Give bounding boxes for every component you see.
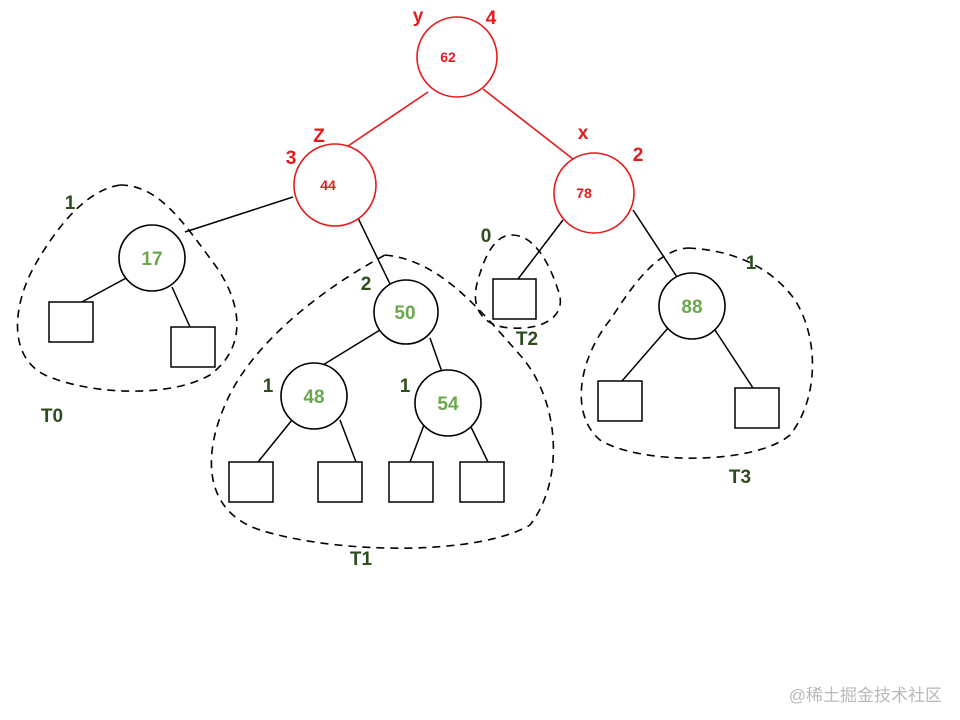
edge-62-44 [347, 91, 429, 147]
subtree-t3-label: T3 [729, 467, 751, 488]
leaf-box [597, 380, 643, 422]
node-x-height: 2 [633, 145, 644, 166]
leaf-box-t2 [492, 278, 537, 320]
leaf-box [459, 461, 505, 503]
node-y-height: 4 [486, 8, 497, 29]
edge-78-88 [632, 209, 678, 278]
subtree-t1-outline [210, 254, 555, 549]
edge-88-leaf [621, 327, 669, 382]
leaf-box [734, 387, 780, 429]
subtree-t2-label: T2 [516, 329, 538, 350]
subtree-t0-outline [16, 184, 238, 392]
leaf-box [317, 461, 363, 503]
edge-44-50 [357, 217, 391, 285]
node-54 [414, 369, 482, 437]
edge-62-78 [482, 88, 574, 160]
subtree-t1-label: T1 [350, 549, 373, 570]
node-48 [280, 362, 348, 430]
node-54-height: 1 [400, 376, 411, 397]
node-50-height: 2 [361, 274, 372, 295]
node-50 [373, 279, 439, 345]
node-x [553, 152, 635, 234]
edge-78-t2 [517, 219, 564, 280]
edge-17-leaf [171, 286, 191, 328]
watermark-text: @稀土掘金技术社区 [788, 686, 942, 705]
node-17-height: 1 [65, 193, 76, 214]
node-y-letter: y [413, 6, 424, 27]
t2-height: 0 [481, 226, 492, 247]
node-54-value: 54 [437, 394, 459, 415]
node-48-value: 48 [303, 387, 324, 408]
subtree-t0-label: T0 [41, 406, 63, 427]
subtree-t3-outline [580, 247, 814, 459]
node-z-height: 3 [286, 148, 297, 169]
edge-54-leaf [469, 424, 489, 463]
leaf-box [170, 326, 216, 368]
node-88-height: 1 [746, 253, 757, 274]
leaf-box [228, 461, 274, 503]
node-88 [658, 272, 726, 340]
node-50-value: 50 [394, 303, 415, 324]
edge-48-leaf [339, 419, 357, 463]
node-z [293, 143, 377, 227]
edge-50-54 [429, 337, 443, 373]
node-88-value: 88 [681, 297, 702, 318]
node-y-value: 62 [440, 49, 456, 65]
node-x-value: 78 [576, 185, 592, 201]
edge-44-17 [184, 196, 294, 233]
node-17 [118, 224, 186, 292]
node-17-value: 17 [141, 249, 162, 270]
node-48-height: 1 [263, 376, 274, 397]
edge-48-leaf [257, 419, 293, 463]
edge-50-48 [317, 329, 381, 369]
node-z-letter: Z [313, 126, 325, 147]
node-y [416, 16, 498, 98]
node-z-value: 44 [320, 177, 336, 193]
edge-17-leaf [79, 276, 129, 304]
edge-54-leaf [409, 424, 425, 463]
edge-88-leaf [714, 329, 754, 389]
node-x-letter: x [578, 123, 589, 144]
leaf-box [388, 461, 434, 503]
leaf-box [48, 301, 94, 343]
